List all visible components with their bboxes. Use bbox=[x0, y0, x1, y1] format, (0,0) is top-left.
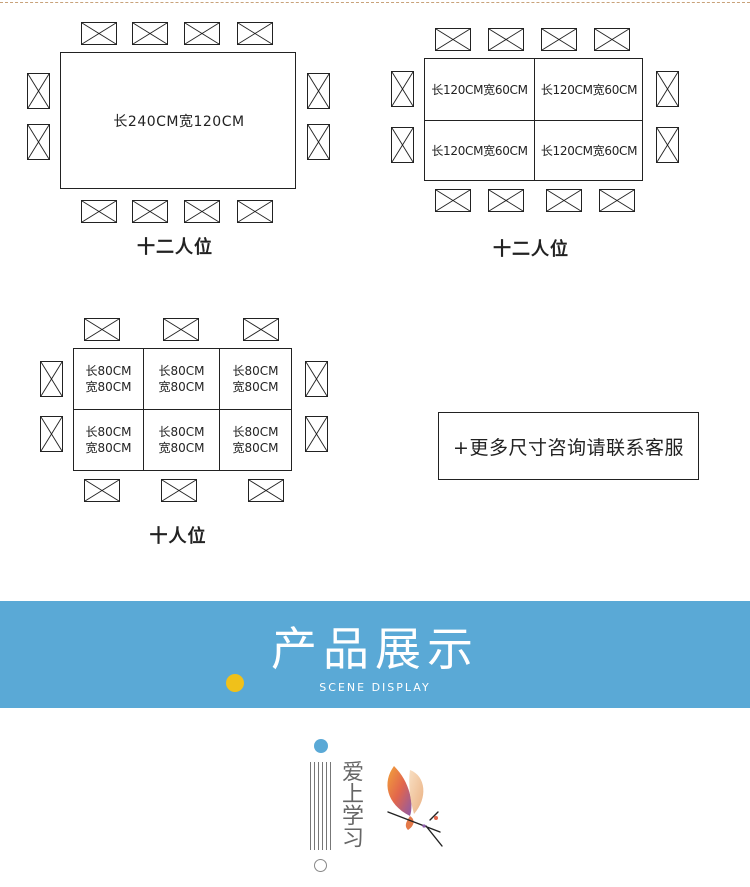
chair bbox=[40, 416, 63, 452]
butterfly-icon bbox=[380, 760, 450, 850]
cell-length: 长80CM bbox=[85, 425, 132, 439]
table-cell: 长80CM 宽80CM bbox=[74, 349, 143, 409]
chair bbox=[435, 189, 471, 212]
more-sizes-notice: +更多尺寸咨询请联系客服 bbox=[438, 412, 699, 480]
cell-length: 长80CM bbox=[232, 364, 279, 378]
table-6x-80x80: 长80CM 宽80CM 长80CM 宽80CM 长80CM 宽80CM 长80C… bbox=[73, 348, 292, 471]
chair bbox=[594, 28, 630, 51]
chair bbox=[546, 189, 582, 212]
chair bbox=[305, 361, 328, 397]
chair bbox=[391, 71, 414, 107]
cell-width: 宽80CM bbox=[85, 441, 132, 455]
cell-width: 宽80CM bbox=[158, 380, 205, 394]
chair bbox=[237, 22, 273, 45]
chair bbox=[84, 479, 120, 502]
table-cell: 长120CM宽60CM bbox=[540, 143, 638, 158]
chair bbox=[40, 361, 63, 397]
table-cell: 长80CM 宽80CM bbox=[220, 349, 291, 409]
cell-length: 长80CM bbox=[158, 425, 205, 439]
cell-length: 长80CM bbox=[85, 364, 132, 378]
chair bbox=[488, 28, 524, 51]
table-cell: 长120CM宽60CM bbox=[431, 82, 528, 97]
chair bbox=[307, 124, 330, 160]
table-size-label: 长240CM宽120CM bbox=[113, 114, 245, 130]
chair bbox=[248, 479, 284, 502]
layout-b-caption: 十二人位 bbox=[493, 239, 569, 260]
table-cell: 长120CM宽60CM bbox=[431, 143, 528, 158]
chair bbox=[656, 71, 679, 107]
table-cell: 长80CM 宽80CM bbox=[220, 410, 291, 470]
chair bbox=[161, 479, 197, 502]
cell-width: 宽80CM bbox=[158, 441, 205, 455]
chair bbox=[307, 73, 330, 109]
chair bbox=[541, 28, 577, 51]
chair bbox=[163, 318, 199, 341]
chair bbox=[656, 127, 679, 163]
layout-c-caption: 十人位 bbox=[149, 526, 207, 547]
vertical-slogan: 爱上学习 bbox=[338, 760, 363, 848]
chair bbox=[237, 200, 273, 223]
banner-subtitle: SCENE DISPLAY bbox=[319, 681, 431, 694]
cell-length: 长80CM bbox=[158, 364, 205, 378]
chair bbox=[184, 200, 220, 223]
chair bbox=[81, 22, 117, 45]
chair bbox=[132, 22, 168, 45]
table-divider bbox=[425, 120, 642, 121]
section-banner: 产品展示 SCENE DISPLAY bbox=[0, 601, 750, 708]
table-4x-120x60: 长120CM宽60CM 长120CM宽60CM 长120CM宽60CM 长120… bbox=[424, 58, 643, 181]
chair bbox=[84, 318, 120, 341]
chair bbox=[184, 22, 220, 45]
table-divider bbox=[534, 59, 535, 180]
chair bbox=[27, 73, 50, 109]
chair bbox=[27, 124, 50, 160]
chair bbox=[488, 189, 524, 212]
decor-stripes bbox=[310, 762, 332, 850]
table-cell: 长80CM 宽80CM bbox=[144, 410, 219, 470]
top-dashed-divider bbox=[0, 2, 750, 3]
chair bbox=[391, 127, 414, 163]
cell-width: 宽80CM bbox=[232, 380, 279, 394]
table-divider bbox=[74, 409, 291, 410]
chair bbox=[599, 189, 635, 212]
table-240x120: 长240CM宽120CM bbox=[60, 52, 296, 189]
table-cell: 长80CM 宽80CM bbox=[144, 349, 219, 409]
chair bbox=[81, 200, 117, 223]
chair bbox=[435, 28, 471, 51]
chair bbox=[132, 200, 168, 223]
cell-width: 宽80CM bbox=[232, 441, 279, 455]
layout-a-caption: 十二人位 bbox=[137, 237, 213, 258]
table-cell: 长80CM 宽80CM bbox=[74, 410, 143, 470]
cell-length: 长80CM bbox=[232, 425, 279, 439]
table-cell: 长120CM宽60CM bbox=[540, 82, 638, 97]
accent-dot bbox=[226, 674, 244, 692]
chair bbox=[243, 318, 279, 341]
cell-width: 宽80CM bbox=[85, 380, 132, 394]
chair bbox=[305, 416, 328, 452]
decor-dot bbox=[314, 739, 328, 753]
decor-hollow-dot bbox=[314, 859, 327, 872]
banner-title: 产品展示 bbox=[271, 622, 479, 676]
